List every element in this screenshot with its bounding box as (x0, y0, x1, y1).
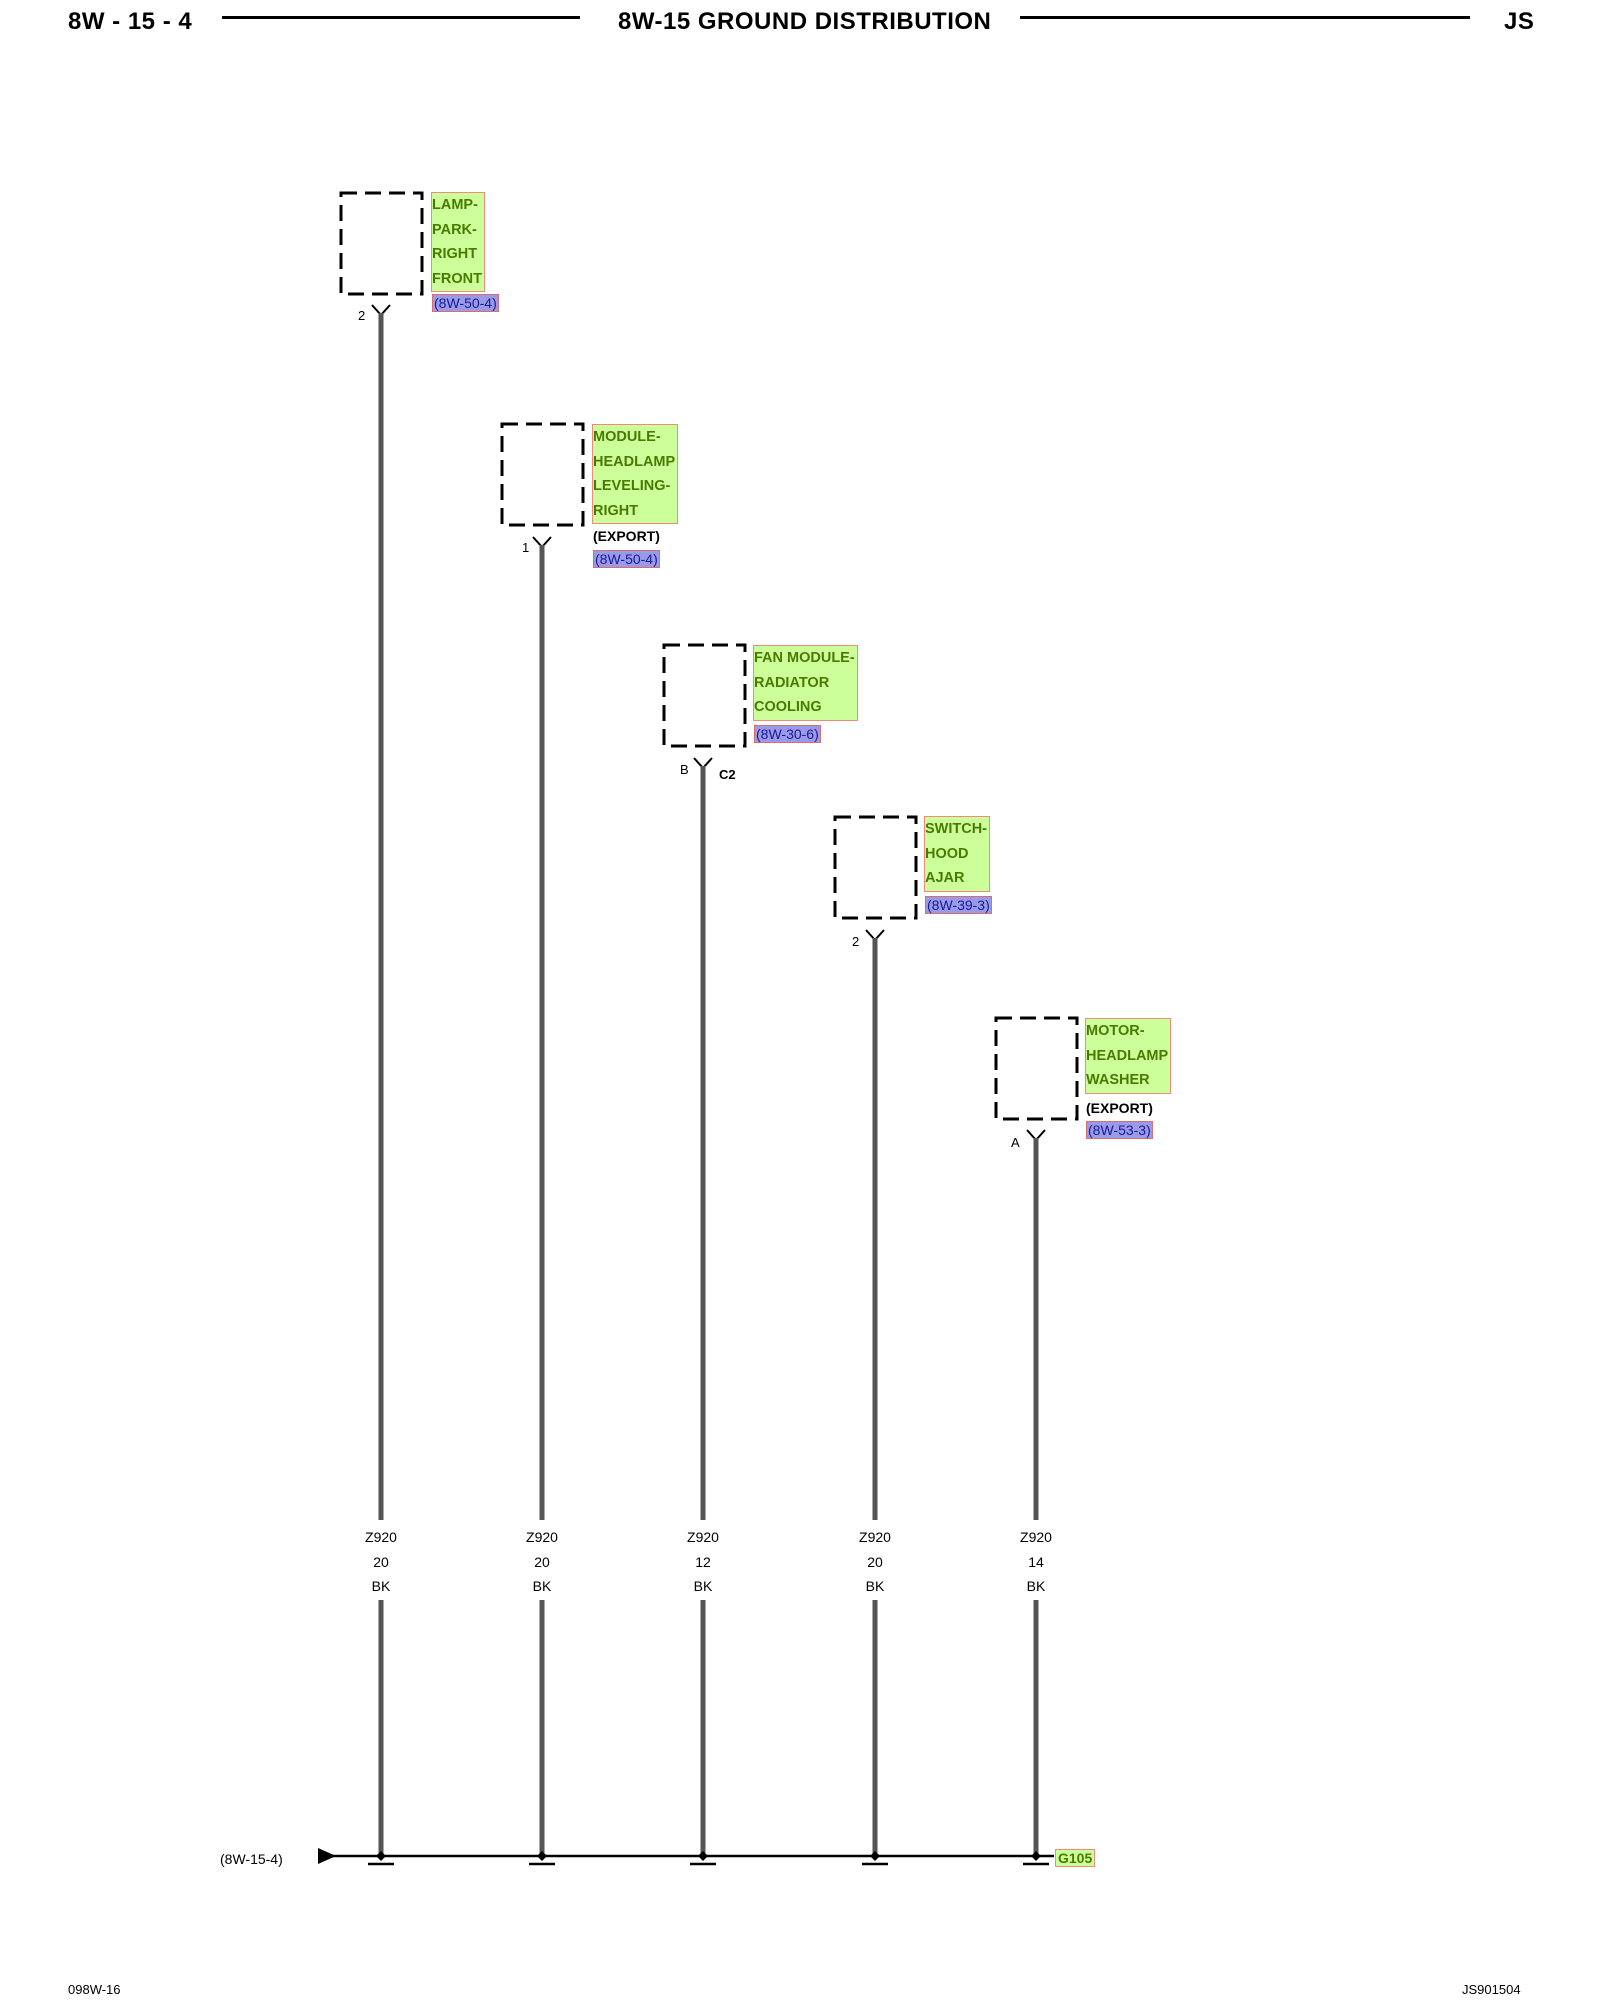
component-label-hood-ajar-switch: SWITCH- HOOD AJAR (924, 816, 991, 892)
component-label-lamp-park: LAMP- PARK- RIGHT FRONT (431, 192, 485, 292)
connector-id-fan-module: C2 (719, 767, 736, 782)
pin-label-lamp-park: 2 (358, 308, 366, 323)
page-number: 8W - 15 - 4 (68, 8, 193, 35)
page-ref-hood-ajar-switch[interactable]: (8W-39-3) (925, 896, 992, 914)
wire-label-1: Z920 20 BK (365, 1529, 397, 1594)
pin-label-fan-module: B (680, 762, 689, 777)
wire-label-4: Z920 20 BK (859, 1529, 891, 1594)
header-rule-left (222, 16, 580, 19)
component-box-lamp-park (339, 191, 424, 296)
offpage-arrow (318, 1848, 336, 1864)
pin-label-headlamp-leveling: 1 (522, 540, 530, 555)
footer-left-code: 098W-16 (68, 1982, 121, 1997)
page-title: 8W-15 GROUND DISTRIBUTION (618, 8, 992, 35)
component-box-fan-module (662, 643, 747, 748)
header-rule-right (1020, 16, 1470, 19)
splice-3 (698, 1851, 708, 1861)
model-code: JS (1504, 8, 1535, 35)
pin-label-headlamp-washer-motor: A (1011, 1135, 1020, 1150)
splice-2 (537, 1851, 547, 1861)
component-label-fan-module: FAN MODULE- RADIATOR COOLING (753, 645, 858, 721)
splice-5 (1031, 1851, 1041, 1861)
splice-4 (870, 1851, 880, 1861)
component-box-headlamp-leveling (500, 422, 585, 527)
splice-1 (376, 1851, 386, 1861)
export-note-headlamp-washer-motor: (EXPORT) (1086, 1100, 1153, 1116)
wire-label-3: Z920 12 BK (687, 1529, 719, 1594)
component-label-headlamp-leveling: MODULE- HEADLAMP LEVELING- RIGHT (592, 424, 679, 524)
offpage-reference[interactable]: (8W-15-4) (220, 1851, 283, 1867)
component-box-hood-ajar-switch (833, 815, 918, 920)
page-ref-fan-module[interactable]: (8W-30-6) (754, 725, 821, 743)
page-ref-headlamp-washer-motor[interactable]: (8W-53-3) (1086, 1121, 1153, 1139)
footer-right-code: JS901504 (1462, 1982, 1521, 1997)
page-ref-lamp-park[interactable]: (8W-50-4) (432, 294, 499, 312)
pin-label-hood-ajar-switch: 2 (852, 934, 860, 949)
wire-label-5: Z920 14 BK (1020, 1529, 1052, 1594)
component-box-headlamp-washer-motor (994, 1016, 1079, 1121)
ground-label: G105 (1055, 1849, 1096, 1867)
export-note-headlamp-leveling: (EXPORT) (593, 528, 660, 544)
component-label-headlamp-washer-motor: MOTOR- HEADLAMP WASHER (1085, 1018, 1172, 1094)
wire-label-2: Z920 20 BK (526, 1529, 558, 1594)
page-ref-headlamp-leveling[interactable]: (8W-50-4) (593, 550, 660, 568)
